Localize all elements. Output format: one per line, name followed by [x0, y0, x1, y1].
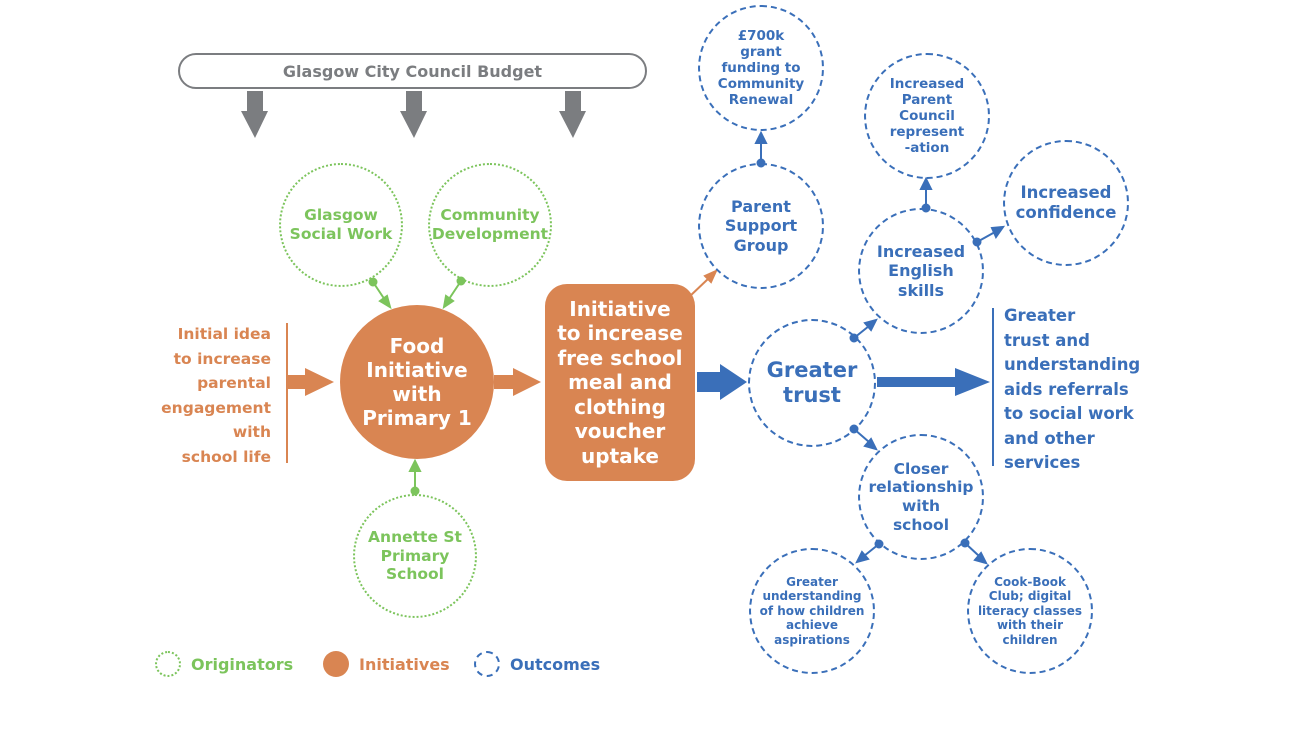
arrow-to-free-meal [494, 368, 541, 396]
legend-initiatives-label: Initiatives [359, 654, 450, 674]
outcome-parent-support-group: Parent Support Group [698, 163, 824, 289]
legend-outcomes: Outcomes [474, 651, 600, 677]
legend-initiatives-swatch [323, 651, 349, 677]
outcome-greater-trust: Greater trust [748, 319, 876, 447]
originator-glasgow-social-work: Glasgow Social Work [279, 163, 403, 287]
outcome-english-skills: Increased English skills [858, 208, 984, 334]
outcome-label: Cook-Book Club; digital literacy classes… [977, 575, 1083, 647]
originator-label: Glasgow Social Work [289, 206, 393, 243]
outcome-label: £700k grant funding to Community Renewal [717, 27, 805, 109]
outcome-confidence: Increased confidence [1003, 140, 1129, 266]
budget-box: Glasgow City Council Budget [178, 53, 647, 89]
arrow-to-food [287, 368, 334, 396]
outcome-label: Increased confidence [1015, 183, 1117, 222]
originator-annette-st-primary: Annette St Primary School [353, 494, 477, 618]
outcome-label: Greater understanding of how children ac… [759, 575, 865, 647]
initiative-label: Initiative to increase free school meal … [557, 296, 683, 468]
initiative-label: Food Initiative with Primary 1 [362, 334, 472, 430]
outcome-label: Increased English skills [876, 242, 966, 300]
originator-community-development: Community Development [428, 163, 552, 287]
legend-initiatives: Initiatives [323, 651, 450, 677]
arrow-to-referrals [877, 368, 990, 396]
budget-arrow-2 [400, 91, 427, 138]
outcome-label: Increased Parent Council represent -atio… [889, 75, 965, 157]
outcome-grant-funding: £700k grant funding to Community Renewal [698, 5, 824, 131]
referrals-text: Greater trust and understanding aids ref… [1004, 306, 1141, 472]
legend-originators-swatch [155, 651, 181, 677]
arrow-to-greater-trust [697, 364, 747, 400]
originator-label: Annette St Primary School [368, 528, 462, 584]
outcome-cookbook-club: Cook-Book Club; digital literacy classes… [967, 548, 1093, 674]
outcome-closer-relationship: Closer relationship with school [858, 434, 984, 560]
outcome-parent-council: Increased Parent Council represent -atio… [864, 53, 990, 179]
legend-outcomes-label: Outcomes [510, 654, 601, 674]
outcome-label: Closer relationship with school [868, 459, 974, 534]
originator-label: Community Development [431, 206, 549, 243]
legend-outcomes-swatch [474, 651, 500, 677]
outcome-greater-understanding: Greater understanding of how children ac… [749, 548, 875, 674]
initiative-free-meal: Initiative to increase free school meal … [545, 284, 695, 481]
initiative-food: Food Initiative with Primary 1 [340, 305, 494, 459]
initial-idea-text: Initial idea to increase parental engage… [161, 325, 271, 466]
budget-arrows [241, 91, 586, 138]
legend-originators: Originators [155, 651, 293, 677]
outcome-label: Greater trust [766, 357, 858, 407]
budget-label: Glasgow City Council Budget [282, 61, 543, 81]
legend-originators-label: Originators [191, 654, 294, 674]
budget-arrow-1 [241, 91, 268, 138]
budget-arrow-3 [559, 91, 586, 138]
outcome-label: Parent Support Group [724, 197, 798, 255]
